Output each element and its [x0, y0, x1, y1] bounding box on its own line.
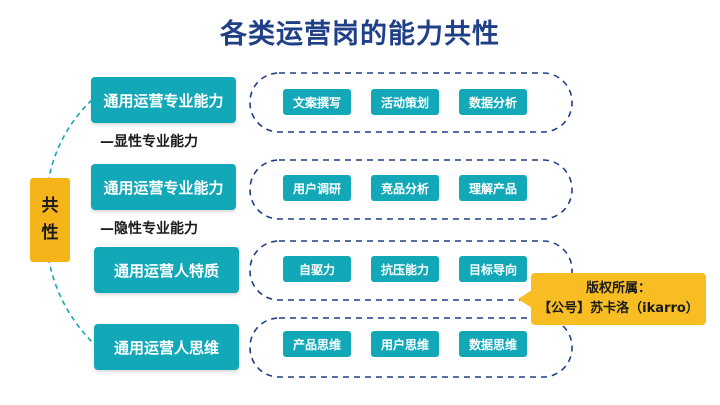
- copyright-line-1: 版权所属：: [585, 281, 651, 296]
- page-title: 各类运营岗的能力共性: [220, 19, 500, 50]
- row-4-item-1: 产品思维: [283, 331, 351, 357]
- row-2-item-1: 用户调研: [283, 175, 351, 201]
- row-1-sub: —显性专业能力: [100, 134, 198, 150]
- row-3-main: 通用运营人特质: [94, 247, 239, 293]
- row-1-item-1: 文案撰写: [283, 89, 351, 115]
- row-2-item-2: 竞品分析: [371, 175, 439, 201]
- capsule-row-4: [249, 317, 573, 378]
- capsule-row-3: [249, 240, 573, 301]
- row-1-item-2: 活动策划: [371, 89, 439, 115]
- row-2-item-3: 理解产品: [459, 175, 527, 201]
- row-4-item-3: 数据思维: [459, 331, 527, 357]
- row-3-item-1: 自驱力: [283, 256, 351, 282]
- row-1-main: 通用运营专业能力: [91, 77, 236, 123]
- copyright-callout: 版权所属： 【公号】苏卡洛（ikarro）: [531, 273, 706, 325]
- callout-tail: [518, 290, 532, 308]
- row-3-item-3: 目标导向: [459, 256, 527, 282]
- commonality-char-2: 性: [41, 223, 59, 243]
- row-3-item-2: 抗压能力: [371, 256, 439, 282]
- row-2-sub: —隐性专业能力: [100, 221, 198, 237]
- copyright-line-2: 【公号】苏卡洛（ikarro）: [538, 301, 699, 316]
- row-2-main: 通用运营专业能力: [91, 164, 236, 210]
- commonality-char-1: 共: [41, 196, 59, 216]
- capsule-row-1: [249, 72, 573, 133]
- capsule-row-2: [249, 159, 573, 220]
- row-4-item-2: 用户思维: [371, 331, 439, 357]
- row-4-main: 通用运营人思维: [94, 324, 239, 370]
- row-1-item-3: 数据分析: [459, 89, 527, 115]
- commonality-label: 共 性: [30, 178, 70, 262]
